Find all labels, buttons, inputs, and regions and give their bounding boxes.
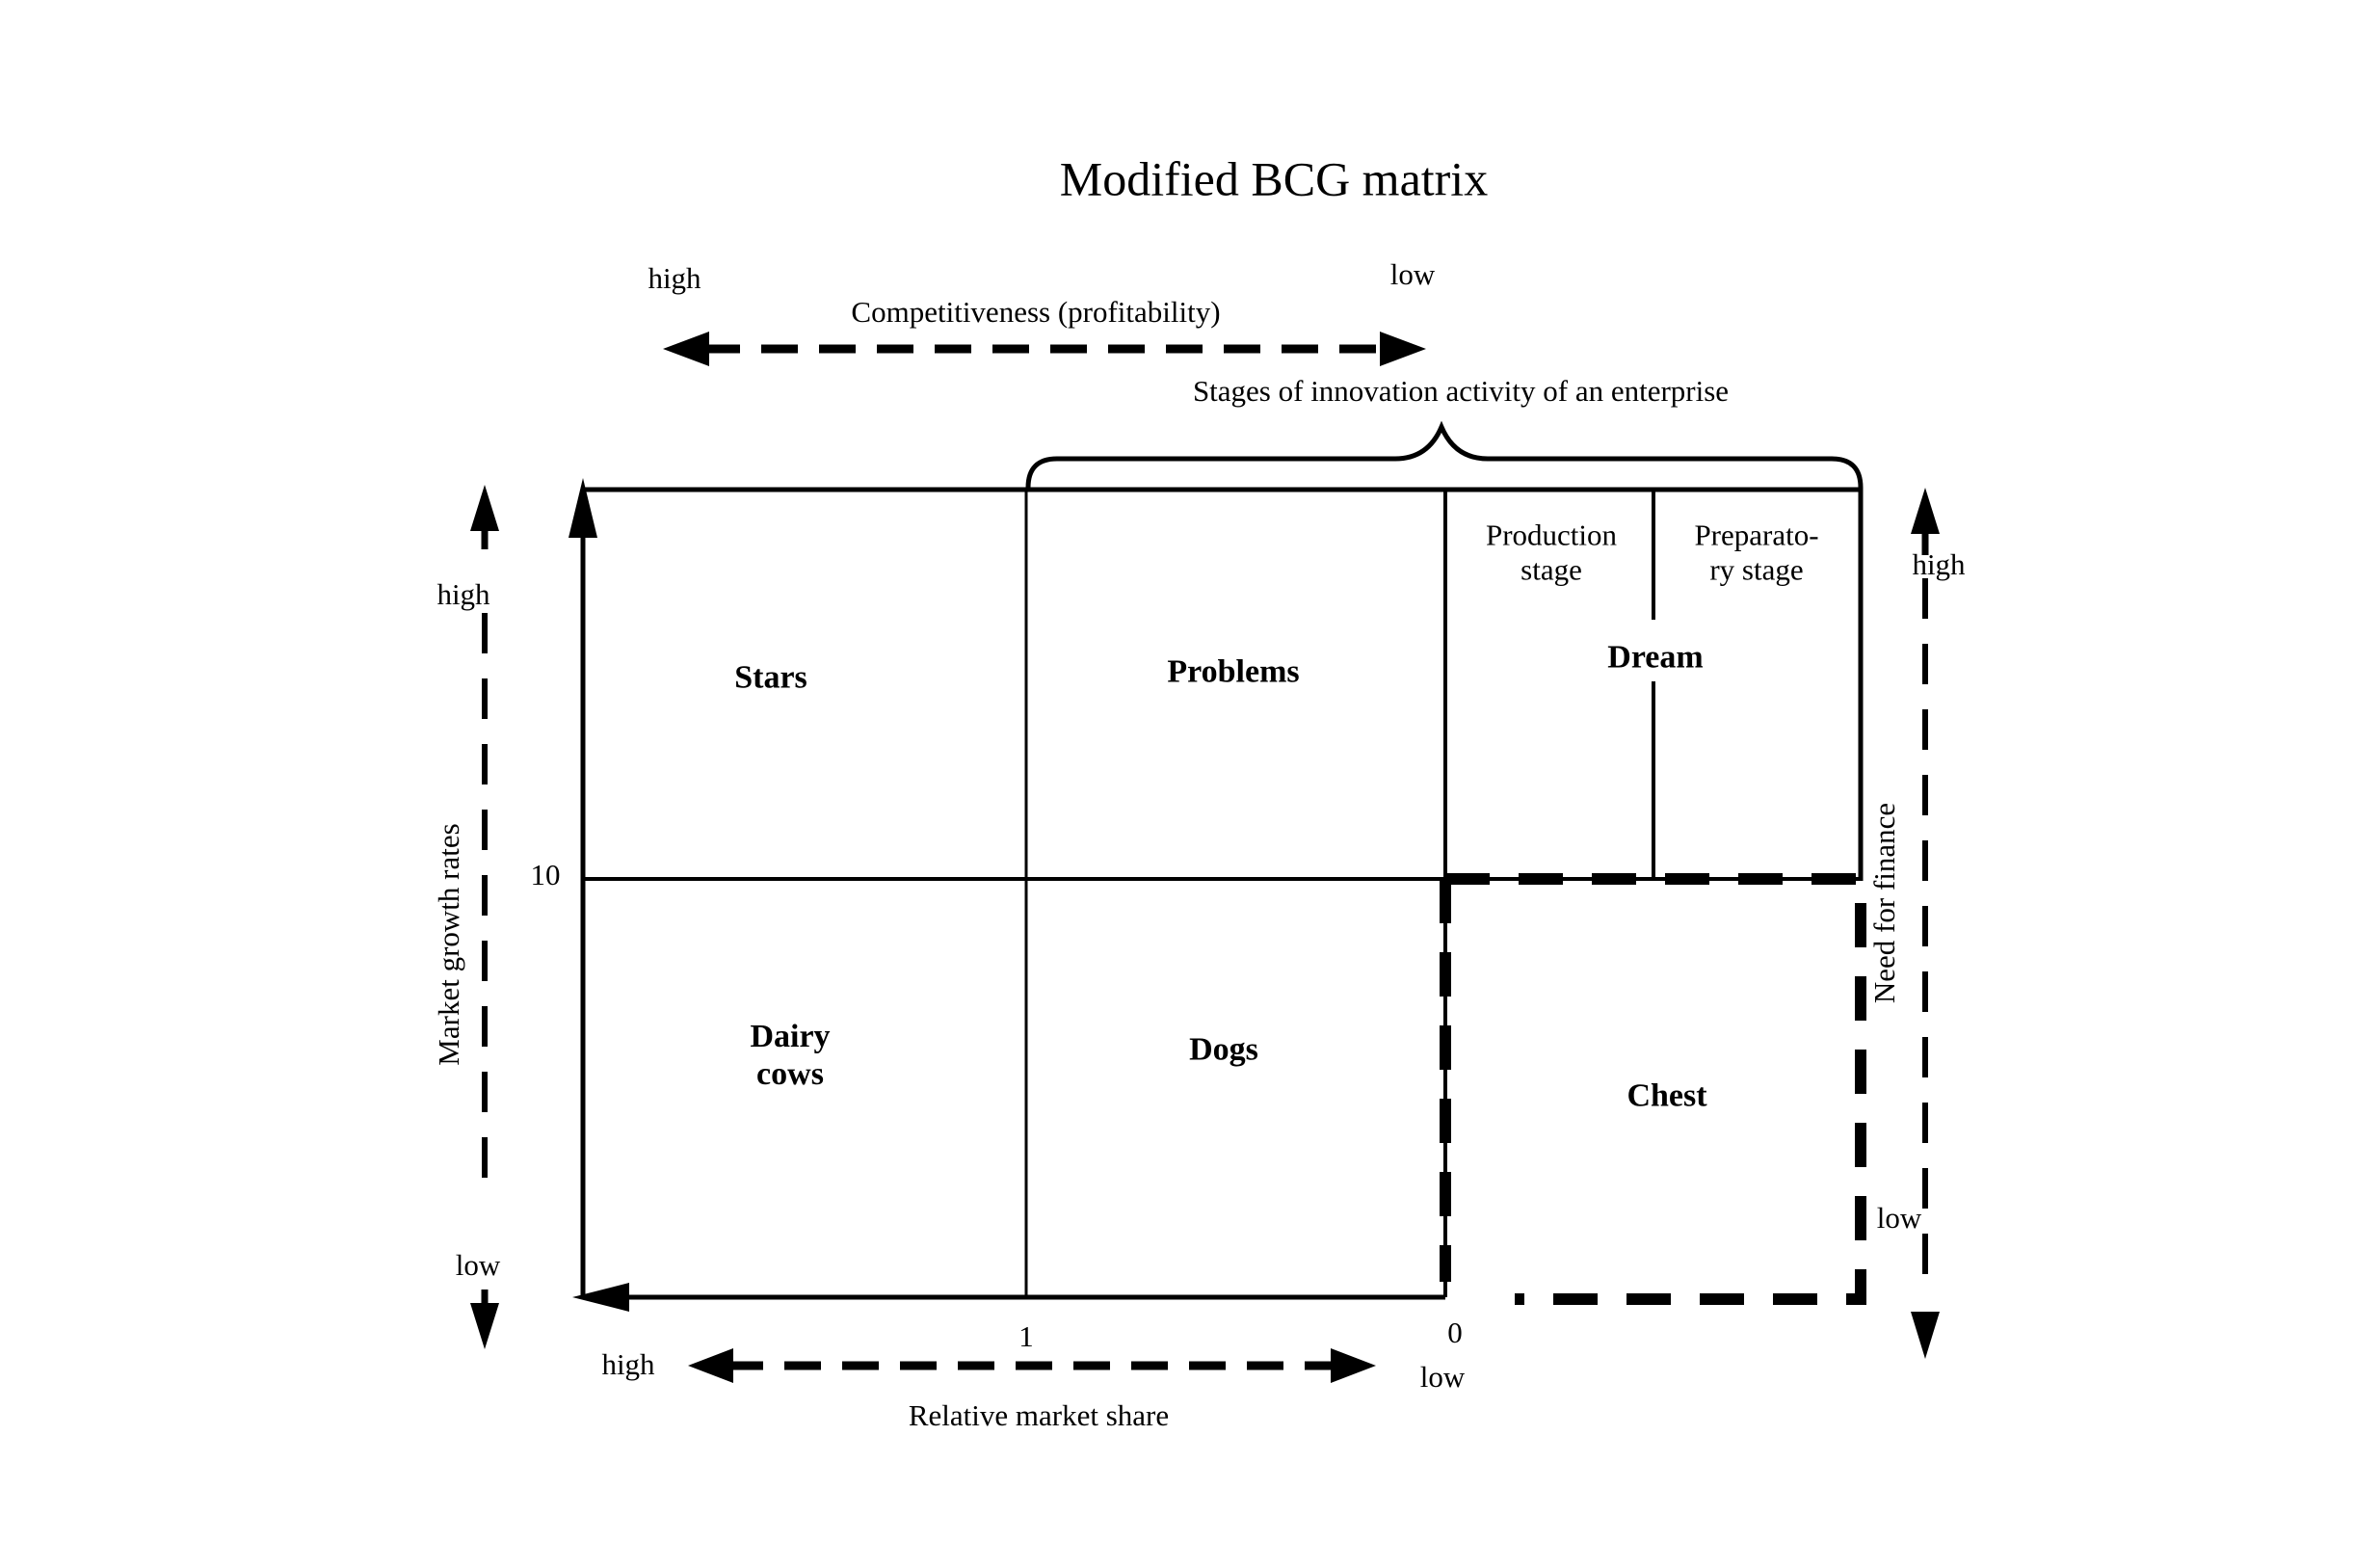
- market-growth-axis-label: Market growth rates: [432, 823, 466, 1066]
- market-growth-dashed-axis: [470, 485, 499, 1349]
- competitiveness-low-label: low: [1389, 257, 1436, 292]
- relative-share-low-label: low: [1419, 1360, 1466, 1395]
- competitiveness-arrow-right-head-icon: [1380, 332, 1426, 366]
- quadrant-stars-label: Stars: [734, 659, 807, 696]
- quadrant-dogs-label: Dogs: [1189, 1031, 1258, 1068]
- quadrant-problems-label: Problems: [1167, 653, 1300, 690]
- market-growth-up-arrowhead-icon: [470, 485, 499, 531]
- need-for-finance-axis-label: Need for finance: [1867, 802, 1902, 1004]
- competitiveness-arrow-left-head-icon: [663, 332, 709, 366]
- competitiveness-high-label: high: [648, 261, 701, 296]
- relative-share-axis-label: Relative market share: [908, 1398, 1170, 1433]
- relative-share-axis-arrowhead-icon: [572, 1283, 629, 1312]
- chest-dashed-box: [1440, 873, 1866, 1305]
- dairy-cows-line1: Dairy: [750, 1018, 831, 1054]
- preparatory-stage-line1: Preparato-: [1694, 518, 1819, 552]
- relative-share-arrow: [688, 1348, 1376, 1383]
- production-stage-line1: Production: [1485, 518, 1618, 552]
- innovation-stages-label: Stages of innovation activity of an ente…: [1192, 374, 1730, 409]
- market-growth-low-label: low: [455, 1248, 501, 1283]
- relative-share-arrow-left-head-icon: [688, 1348, 733, 1383]
- relative-share-arrow-right-head-icon: [1331, 1348, 1376, 1383]
- competitiveness-axis-label: Competitiveness (profitability): [851, 295, 1221, 330]
- need-for-finance-dashed-axis: [1911, 488, 1940, 1359]
- tick-1-label: 1: [1018, 1319, 1034, 1354]
- relative-share-high-label: high: [601, 1347, 655, 1382]
- need-for-finance-low-label: low: [1876, 1201, 1922, 1236]
- market-growth-high-label: high: [436, 577, 490, 612]
- diagram-title: Modified BCG matrix: [1059, 151, 1489, 206]
- quadrant-dream-label: Dream: [1607, 639, 1704, 676]
- market-growth-axis-arrowhead-icon: [569, 478, 597, 538]
- production-stage-label: Production stage: [1486, 518, 1617, 586]
- preparatory-stage-label: Preparato- ry stage: [1694, 518, 1818, 586]
- need-for-finance-down-arrowhead-icon: [1911, 1312, 1940, 1359]
- innovation-brace: [1025, 420, 1864, 489]
- need-for-finance-high-label: high: [1912, 547, 1966, 582]
- quadrant-dairy-cows-label: Dairy cows: [750, 1018, 830, 1093]
- tick-10-label: 10: [530, 858, 561, 892]
- quadrant-chest-label: Chest: [1626, 1077, 1707, 1114]
- tick-0-label: 0: [1447, 1316, 1463, 1350]
- preparatory-stage-line2: ry stage: [1709, 552, 1804, 586]
- dairy-cows-line2: cows: [756, 1056, 824, 1092]
- need-for-finance-up-arrowhead-icon: [1911, 488, 1940, 534]
- production-stage-line2: stage: [1521, 552, 1582, 586]
- competitiveness-arrow: [663, 332, 1426, 366]
- market-growth-down-arrowhead-icon: [470, 1303, 499, 1349]
